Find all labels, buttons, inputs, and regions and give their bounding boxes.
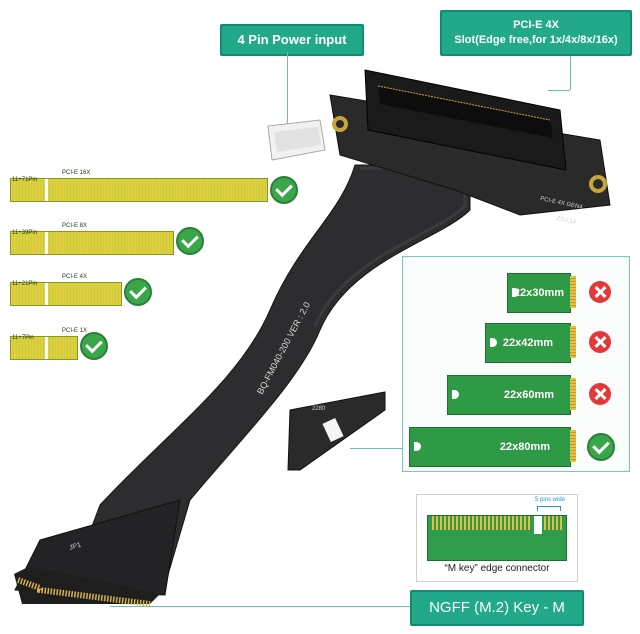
pin-count-4x: 11+21Pin (12, 281, 38, 287)
ngff-callout: NGFF (M.2) Key - M (410, 590, 584, 626)
connector-pcb (427, 515, 567, 561)
ssd-size-label: 22x60mm (503, 389, 555, 401)
cross-icon (589, 331, 611, 353)
pin-count-16x: 11+71Pin (12, 177, 38, 183)
slot-label-8x: PCI-E 8X (62, 223, 88, 229)
power-leader-line (287, 52, 288, 124)
m2-lengths: 2280 (312, 406, 326, 412)
slot-callout-detail: Slot(Edge free,for 1x/4x/8x/16x) (454, 34, 618, 46)
ssd-size-label: 22x80mm (499, 441, 551, 453)
ssd-22x60: 22x60mm (447, 375, 576, 415)
power-input-callout: 4 Pin Power input (220, 24, 364, 56)
connector-pins-long (432, 516, 532, 530)
ssd-compat-panel: 22x30mm 22x42mm 22x60mm 22x80mm (402, 256, 630, 472)
power-input-label: 4 Pin Power input (237, 32, 347, 47)
slot-label-16x: PCI-E 16X (62, 170, 91, 176)
check-icon (587, 433, 615, 461)
pcie-card-4x: 11+21Pin PCI-E 4X (10, 274, 122, 306)
connector-pins-short (544, 516, 562, 530)
check-icon (124, 278, 152, 306)
pin-count-8x: 11+39Pin (12, 230, 38, 236)
pcie-card-1x: 11+7Pin PCI-E 1X (10, 328, 87, 360)
slot-callout-title: PCI-E 4X (513, 19, 559, 31)
m2-label: JP1 (68, 541, 82, 551)
slot-callout: PCI-E 4X Slot(Edge free,for 1x/4x/8x/16x… (440, 10, 632, 56)
slot-label-4x: PCI-E 4X (62, 274, 88, 280)
board-code: ZS-L14 (556, 216, 577, 226)
ssd-22x30: 22x30mm (507, 273, 576, 313)
pins-wide-bracket (537, 506, 561, 511)
check-icon (270, 176, 298, 204)
pcie-card-8x: 11+39Pin PCI-E 8X (10, 223, 174, 255)
cross-icon (589, 281, 611, 303)
ssd-leader-line (350, 448, 404, 449)
ssd-size-label: 22x42mm (502, 337, 554, 349)
slot-leader-line (570, 56, 571, 90)
slot-label-1x: PCI-E 1X (62, 328, 88, 334)
ngff-leader-line (110, 606, 410, 607)
pins-wide-label: 5 pins wide (535, 497, 566, 503)
pcie-card-16x: 11+71Pin PCI-E 16X (10, 170, 268, 202)
pin-count-1x: 11+7Pin (12, 335, 34, 341)
slot-leader-line-h (548, 90, 570, 91)
check-icon (176, 227, 204, 255)
ngff-label: NGFF (M.2) Key - M (429, 599, 565, 616)
check-icon (80, 332, 108, 360)
connector-key-notch (534, 516, 542, 534)
m2-gold-fingers (16, 577, 151, 607)
ssd-size-label: 22x30mm (513, 287, 565, 299)
cross-icon (589, 383, 611, 405)
m-key-connector-diagram: 5 pins wide “M key” edge connector (416, 494, 578, 582)
ssd-22x42: 22x42mm (485, 323, 576, 363)
connector-caption: “M key” edge connector (444, 563, 550, 574)
ssd-22x80: 22x80mm (409, 427, 576, 467)
